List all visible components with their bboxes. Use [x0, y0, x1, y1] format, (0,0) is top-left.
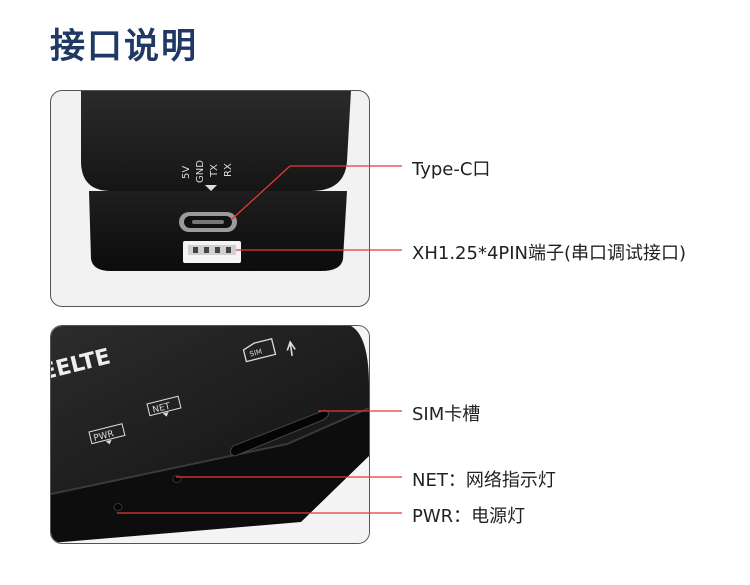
callout-type-c-port: Type-C口: [412, 159, 491, 180]
pwr-led: [113, 503, 123, 511]
pin-label-gnd: GND: [195, 160, 206, 183]
callout-net-led: NET：网络指示灯: [412, 470, 556, 491]
callout-xh-connector: XH1.25*4PIN端子(串口调试接口): [412, 243, 687, 264]
pwr-label-badge: PWR: [88, 423, 126, 445]
xh-connector-slot: [188, 245, 236, 255]
interface-photo-bottom: EELTE SIM NET PWR: [50, 325, 370, 544]
pin-label-rx: RX: [223, 163, 234, 177]
device-top-face: [81, 91, 351, 191]
sim-slot: [229, 409, 329, 457]
arrow-up-icon: [286, 340, 296, 357]
interface-photo-top: 5V GND TX RX: [50, 90, 370, 307]
sim-icon-label: SIM: [249, 348, 263, 359]
device-bottom-illustration: EELTE SIM NET PWR: [51, 326, 369, 543]
device-front-face: [51, 408, 369, 543]
device-top-illustration: 5V GND TX RX: [81, 91, 351, 271]
device-top-face: [51, 326, 369, 494]
xh-connector-pins: [193, 247, 231, 253]
net-label: NET: [152, 401, 172, 415]
sim-card-icon: SIM: [242, 338, 277, 363]
leader-type-c: [230, 165, 291, 221]
pin-label-tx: TX: [209, 164, 220, 178]
pwr-label: PWR: [93, 429, 115, 444]
callout-sim-slot: SIM卡槽: [412, 404, 481, 425]
page-title: 接口说明: [50, 27, 199, 67]
pin-marker-arrow: [205, 185, 217, 191]
net-label-badge: NET: [146, 395, 182, 417]
usb-c-tongue: [192, 220, 224, 224]
pin-label-5v: 5V: [181, 166, 192, 179]
callout-pwr-led: PWR：电源灯: [412, 506, 526, 527]
